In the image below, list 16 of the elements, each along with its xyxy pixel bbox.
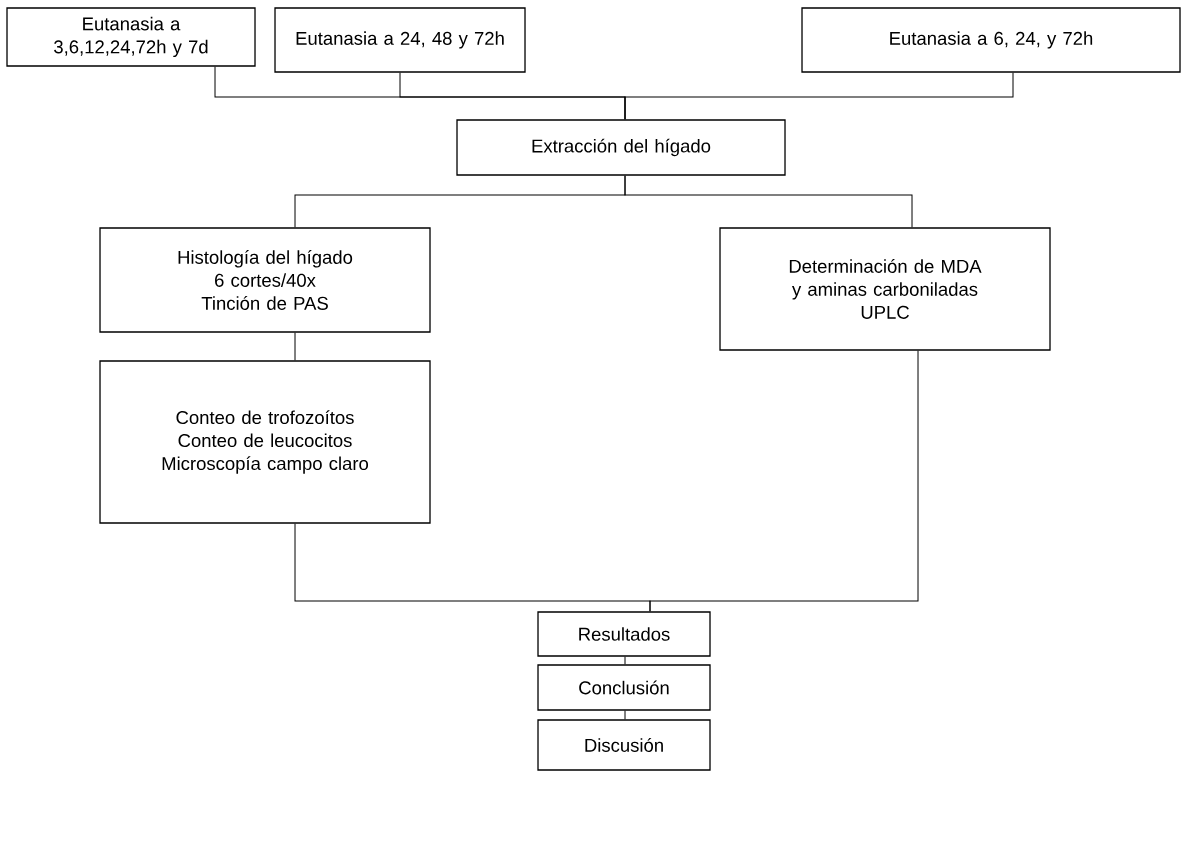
process-box: Eutanasia a 6, 24, y 72h [801,7,1181,73]
connector-line [649,350,919,612]
connector-line [624,710,626,720]
connector-line [624,175,913,228]
process-box: Discusión [537,719,711,771]
process-box: Eutanasia a 3,6,12,24,72h y 7d [6,7,256,67]
process-box: Conteo de trofozoítos Conteo de leucocitos Microscopía campo claro [99,360,431,524]
connector-line [624,656,626,665]
process-box: Histología del hígado 6 cortes/40x Tinción de PAS [99,227,431,333]
process-box: Eutanasia a 24, 48 y 72h [274,7,526,73]
connector-line [624,72,1014,120]
connector-line [294,332,296,361]
process-box: Determinación de MDA y aminas carboniladas UPLC [719,227,1051,351]
process-box: Extracción del hígado [456,119,786,176]
process-box: Resultados [537,611,711,657]
process-box: Conclusión [537,664,711,711]
